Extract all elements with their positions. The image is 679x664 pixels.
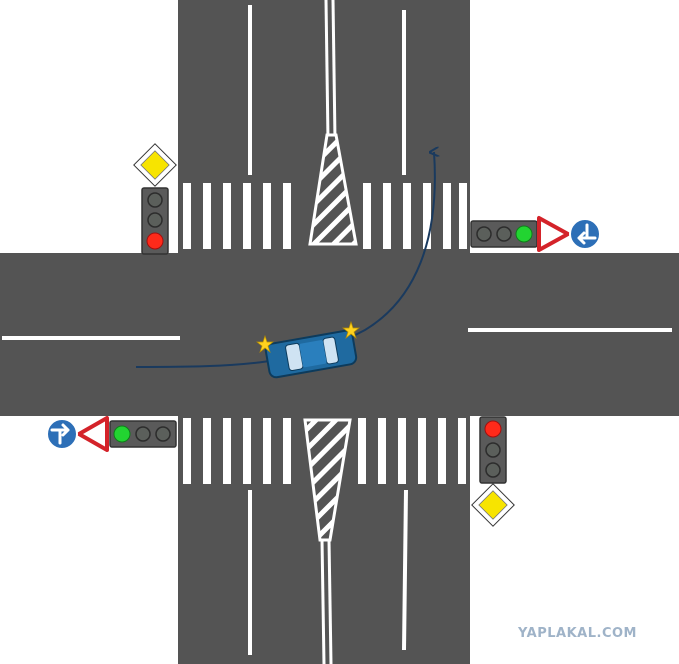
traffic-light-east [470, 220, 538, 248]
north-hatched-island [308, 133, 358, 246]
turn-signal-flash-left [256, 334, 274, 354]
signal-lamp-off [135, 426, 151, 442]
signal-lamp-off [485, 462, 501, 478]
signal-lamp-off [485, 442, 501, 458]
traffic-light-north-west [141, 187, 169, 255]
turn-trajectory [135, 152, 435, 368]
signal-lamp-off [147, 212, 163, 228]
signal-lamp-off [496, 226, 512, 242]
turn-signal-flash-right [342, 320, 360, 340]
signal-lamp-green [113, 425, 131, 443]
signal-lamp-red [484, 420, 502, 438]
traffic-light-west [109, 420, 177, 448]
signal-lamp-off [155, 426, 171, 442]
south-lane-markings [248, 418, 408, 664]
give-way-sign-west [77, 416, 109, 452]
south-crosswalk [183, 418, 466, 484]
direction-arrow-sign-east [569, 218, 601, 250]
priority-road-sign-south [471, 483, 515, 527]
horizontal-lane-markings [2, 328, 672, 340]
signal-lamp-red [146, 232, 164, 250]
signal-lamp-green [515, 225, 533, 243]
watermark: YAPLAKAL.COM [518, 626, 637, 641]
traffic-light-south-east [479, 416, 507, 484]
direction-arrow-sign-west [46, 418, 78, 450]
give-way-sign-east [537, 216, 570, 252]
north-lane-markings [248, 0, 406, 246]
priority-road-sign [133, 143, 177, 187]
signal-lamp-off [476, 226, 492, 242]
north-crosswalk [183, 183, 467, 249]
signal-lamp-off [147, 192, 163, 208]
south-hatched-island [303, 418, 352, 542]
car [264, 329, 358, 379]
